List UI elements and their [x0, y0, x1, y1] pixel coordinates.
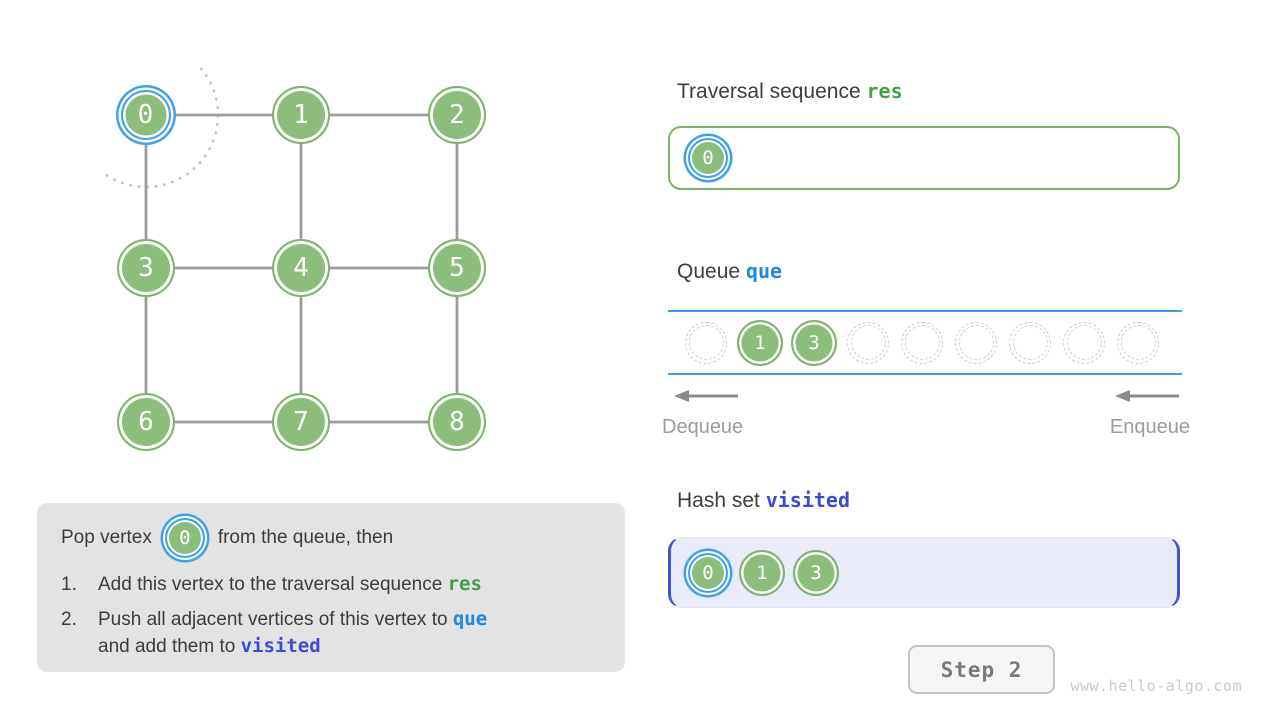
step1-res-code: res [447, 573, 482, 595]
queue-title-text: Queue [677, 260, 741, 283]
item-slot: 1 [737, 319, 783, 366]
graph-vertices: 0 1 2 3 4 5 6 7 8 [0, 0, 620, 490]
hashset-section-title: Hash set visited [677, 487, 850, 514]
vertex-0-inline: 0 [164, 518, 205, 558]
hashset-title-text: Hash set [677, 489, 760, 512]
explanation-intro: Pop vertex 0 from the queue, then [61, 515, 601, 561]
intro-vertex-slot: 0 [162, 515, 208, 561]
item-slot [1115, 320, 1161, 366]
vertex-label: 4 [293, 253, 309, 283]
hashset-box: 0 1 3 [668, 537, 1180, 608]
item-slot: 1 [739, 549, 785, 596]
vertex-label: 1 [756, 561, 768, 584]
vertex-label: 3 [808, 331, 820, 354]
item-slot [683, 320, 729, 366]
vertex-0: 0 [120, 89, 171, 140]
vertex-label: 2 [449, 100, 465, 130]
intro-prefix: Pop vertex [61, 527, 152, 548]
item-slot [845, 320, 891, 366]
vertex-label: 0 [702, 147, 714, 169]
empty-queue-slot [1117, 321, 1159, 364]
enqueue-label: Enqueue [1109, 416, 1190, 438]
vertex-label: 0 [137, 99, 154, 130]
intro-suffix: from the queue, then [217, 527, 394, 548]
vertex-label: 3 [138, 253, 154, 283]
visited-code-label: visited [765, 488, 851, 512]
step2-text1: Push all adjacent vertices of this verte… [98, 609, 453, 630]
vertex-2: 2 [428, 86, 486, 144]
item-slot: 3 [791, 319, 837, 366]
step2-visited-code: visited [240, 635, 321, 657]
item-slot [899, 320, 945, 366]
vertex-3: 3 [791, 319, 837, 366]
empty-queue-slot [685, 321, 727, 364]
empty-queue-slot [901, 321, 943, 364]
vertex-8: 8 [428, 393, 486, 451]
item-slot: 0 [685, 550, 731, 596]
dequeue-label: Dequeue [662, 416, 744, 438]
empty-queue-slot [1009, 321, 1051, 364]
vertex-label: 8 [449, 407, 465, 437]
vertex-label: 1 [293, 100, 309, 130]
explanation-box: Pop vertex 0 from the queue, then Add th… [37, 503, 625, 672]
vertex-1: 1 [272, 86, 330, 144]
vertex-6: 6 [117, 393, 175, 451]
item-slot: 3 [793, 549, 839, 596]
vertex-label: 1 [754, 331, 766, 354]
vertex-5: 5 [428, 239, 486, 297]
item-slot [1061, 320, 1107, 366]
res-code-label: res [866, 79, 903, 103]
traversal-section-title: Traversal sequence res [677, 78, 903, 105]
traversal-box: 0 [668, 126, 1180, 190]
step2-text2: and add them to [98, 636, 241, 657]
item-slot [953, 320, 999, 366]
vertex-label: 7 [293, 407, 309, 437]
vertex-3: 3 [117, 239, 175, 297]
vertex-label: 6 [138, 407, 154, 437]
empty-queue-slot [847, 321, 889, 364]
explanation-steps: Add this vertex to the traversal sequenc… [61, 571, 601, 660]
watermark: www.hello-algo.com [1070, 677, 1242, 695]
empty-queue-slot [1063, 321, 1105, 364]
dequeue-arrow-icon [674, 390, 738, 402]
explanation-step-1: Add this vertex to the traversal sequenc… [61, 571, 601, 598]
explanation-step-2: Push all adjacent vertices of this verte… [61, 606, 601, 660]
vertex-label: 5 [449, 253, 465, 283]
vertex-7: 7 [272, 393, 330, 451]
vertex-3: 3 [793, 549, 839, 596]
vertex-1: 1 [737, 319, 783, 366]
traversal-title-text: Traversal sequence [677, 80, 861, 103]
empty-queue-slot [955, 321, 997, 364]
vertex-1: 1 [739, 549, 785, 596]
vertex-4: 4 [272, 239, 330, 297]
item-slot [1007, 320, 1053, 366]
vertex-label: 0 [702, 561, 714, 584]
vertex-0: 0 [688, 552, 728, 593]
item-slot: 0 [685, 135, 731, 181]
step-button[interactable]: Step 2 [908, 645, 1055, 694]
enqueue-arrow-icon [1115, 390, 1179, 402]
vertex-label: 0 [179, 527, 191, 549]
queue-section-title: Queue que [677, 258, 782, 285]
vertex-label: 3 [810, 561, 822, 584]
step1-text: Add this vertex to the traversal sequenc… [98, 574, 448, 595]
que-code-label: que [745, 259, 783, 283]
vertex-0: 0 [688, 138, 728, 178]
step2-que-code: que [452, 608, 488, 630]
